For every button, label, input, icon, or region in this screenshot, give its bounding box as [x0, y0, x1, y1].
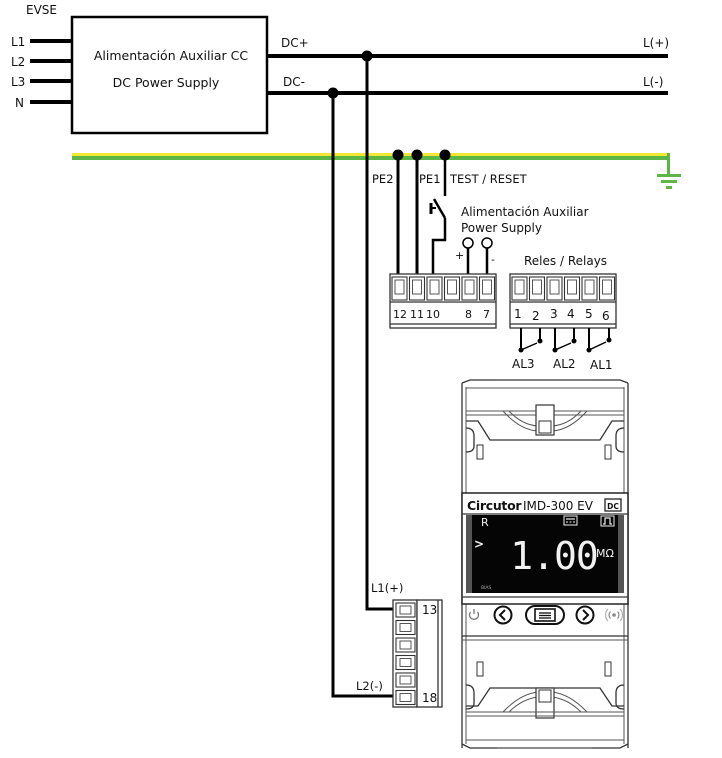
left-pin-7: 7 — [483, 308, 490, 321]
brand-logo: Circutor — [467, 498, 522, 513]
lcd-flag-r: R — [481, 516, 489, 529]
junction-pe2 — [392, 149, 404, 161]
relay-pin-5: 5 — [585, 307, 593, 321]
pe1-label: PE1 — [419, 172, 441, 186]
left-terminal-screw — [482, 279, 492, 295]
relay-contact-al2-icon — [552, 328, 577, 353]
chevron-left-icon — [498, 609, 506, 621]
relay-pin-4: 4 — [567, 307, 575, 321]
relay-terminal-screw — [567, 279, 577, 295]
evse-label: EVSE — [26, 3, 57, 17]
left-pin-11: 11 — [410, 308, 424, 321]
left-arrow-button[interactable] — [493, 605, 513, 625]
junction-dc-negative — [327, 87, 339, 99]
relays-title: Reles / Relays — [524, 254, 607, 268]
alarm-signal-icon — [604, 608, 624, 622]
left-terminal-screw — [464, 279, 475, 295]
measurement-terminal-screw — [399, 623, 412, 632]
terminal-pin-18: 18 — [422, 691, 437, 705]
left-pin-12: 12 — [393, 308, 407, 321]
junction-dc-positive — [361, 50, 373, 62]
alarm-al2-label: AL2 — [553, 357, 576, 371]
dc-badge-text: DC — [607, 502, 619, 511]
ac-input-l1-label: L1 — [11, 35, 25, 49]
measurement-terminal-screw — [399, 693, 412, 702]
dc-plus-label: DC+ — [281, 36, 309, 50]
model-label: IMD-300 EV — [523, 499, 594, 513]
wire-l2-negative — [331, 93, 396, 698]
l1-positive-label: L1(+) — [371, 581, 403, 595]
terminal-block-left — [389, 273, 497, 329]
junction-pe1 — [411, 149, 423, 161]
ac-input-l2-label: L2 — [11, 55, 25, 69]
ground-symbol-icon — [657, 153, 681, 189]
lcd-dc-symbol-icon — [563, 515, 578, 526]
aux-minus-sign: - — [491, 253, 495, 266]
measurement-terminal-screw — [399, 658, 412, 667]
pe2-label: PE2 — [372, 172, 394, 186]
test-reset-switch-icon — [429, 155, 447, 275]
lcd-small-text: BIAS — [481, 585, 491, 591]
chevron-right-icon — [582, 609, 590, 621]
aux-plus-sign: + — [455, 249, 464, 262]
relay-terminal-screw — [514, 279, 525, 295]
left-terminal-screw — [447, 279, 457, 295]
measurement-terminal-screw — [399, 605, 412, 615]
relay-terminal-screw — [584, 279, 595, 295]
aux-plus-terminal-icon — [462, 237, 474, 249]
earth-bus-yellow — [72, 153, 669, 156]
relay-terminal-screw — [532, 279, 542, 295]
terminal-pin-13: 13 — [422, 603, 437, 617]
relay-pin-6: 6 — [602, 309, 610, 323]
lcd-unit: MΩ — [596, 547, 614, 560]
relay-pin-3: 3 — [550, 307, 558, 321]
earth-bus-green — [72, 156, 669, 160]
left-terminal-screw — [412, 279, 422, 295]
right-arrow-button[interactable] — [575, 605, 595, 625]
relay-contact-al3-icon — [518, 328, 543, 353]
measurement-terminal-screw — [399, 675, 412, 685]
dc-minus-label: DC- — [283, 75, 305, 89]
dc-badge-icon — [604, 498, 622, 512]
alarm-al3-label: AL3 — [512, 357, 535, 371]
alarm-al1-label: AL1 — [590, 358, 613, 372]
measurement-terminal-block — [392, 599, 443, 708]
aux-minus-terminal-icon — [481, 237, 493, 249]
power-indicator-icon — [468, 609, 480, 620]
left-terminal-screw — [429, 279, 440, 295]
power-supply-title-en: DC Power Supply — [113, 75, 220, 90]
lcd-pulse-icon — [600, 515, 615, 527]
bus-negative-label: L(-) — [643, 75, 663, 89]
menu-button[interactable] — [525, 605, 565, 625]
terminal-block-relays — [509, 273, 617, 329]
relay-pin-2: 2 — [532, 309, 540, 323]
dc-power-supply-box — [70, 15, 269, 135]
aux-supply-title-en: Power Supply — [461, 221, 542, 235]
relay-pin-1: 1 — [514, 307, 522, 321]
power-supply-title-es: Alimentación Auxiliar CC — [94, 48, 249, 63]
left-terminal-screw — [394, 279, 405, 295]
device-bottom-housing — [461, 661, 629, 749]
relay-terminal-screw — [602, 279, 612, 295]
relay-terminal-screw — [549, 279, 560, 295]
ac-input-lines — [30, 39, 72, 104]
test-reset-label: TEST / RESET — [449, 172, 528, 186]
l2-negative-label: L2(-) — [356, 679, 383, 693]
lcd-arrow: > — [474, 537, 484, 551]
ac-input-l3-label: L3 — [11, 75, 25, 89]
aux-supply-title-es: Alimentación Auxiliar — [461, 205, 589, 219]
lcd-display — [466, 515, 624, 593]
measurement-terminal-screw — [399, 640, 412, 650]
wire-l1-positive — [365, 56, 396, 611]
ac-input-n-label: N — [15, 96, 24, 110]
bus-positive-label: L(+) — [643, 36, 669, 50]
imd-300-ev-device — [461, 379, 629, 748]
relay-contact-al1-icon — [586, 328, 612, 353]
left-pin-10: 10 — [426, 308, 440, 321]
lcd-value: 1.00 — [510, 534, 598, 578]
left-pin-8: 8 — [465, 308, 472, 321]
